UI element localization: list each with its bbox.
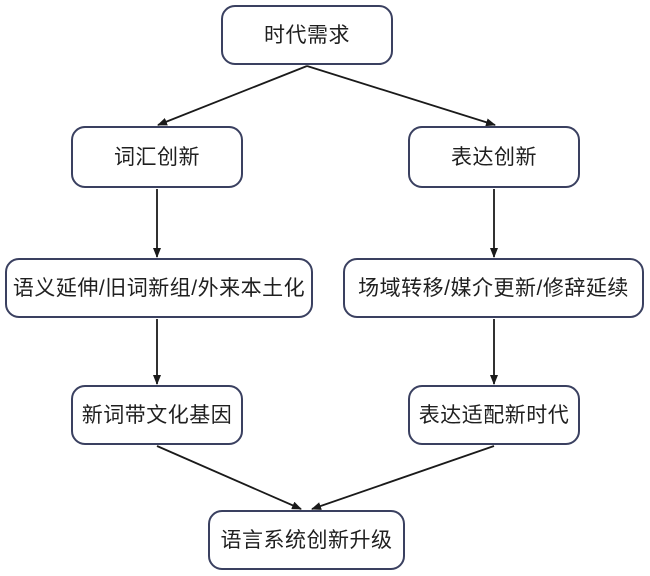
edge-top-to-l1	[157, 65, 308, 126]
node-label: 场域转移/媒介更新/修辞延续	[358, 276, 629, 300]
node-label: 词汇创新	[114, 145, 200, 169]
edge-top-to-r1	[306, 65, 496, 127]
node-vocabulary-innovation[interactable]: 词汇创新	[71, 126, 243, 188]
node-era-demand[interactable]: 时代需求	[221, 5, 393, 65]
edge-l3-to-bottom	[156, 445, 302, 510]
node-label: 表达适配新时代	[418, 403, 570, 427]
node-expression-fits-new-era[interactable]: 表达适配新时代	[408, 385, 580, 445]
node-label: 语义延伸/旧词新组/外来本土化	[12, 276, 306, 300]
node-label: 新词带文化基因	[81, 403, 233, 427]
edge-r3-to-bottom	[311, 445, 495, 510]
node-new-words-cultural-gene[interactable]: 新词带文化基因	[71, 385, 243, 445]
node-language-system-upgrade[interactable]: 语言系统创新升级	[208, 510, 405, 570]
node-semantic-extension-methods[interactable]: 语义延伸/旧词新组/外来本土化	[5, 258, 313, 318]
node-label: 语言系统创新升级	[220, 528, 393, 552]
node-label: 时代需求	[264, 23, 350, 47]
node-expression-innovation[interactable]: 表达创新	[408, 126, 580, 188]
node-field-shift-methods[interactable]: 场域转移/媒介更新/修辞延续	[343, 258, 644, 318]
node-label: 表达创新	[451, 145, 537, 169]
